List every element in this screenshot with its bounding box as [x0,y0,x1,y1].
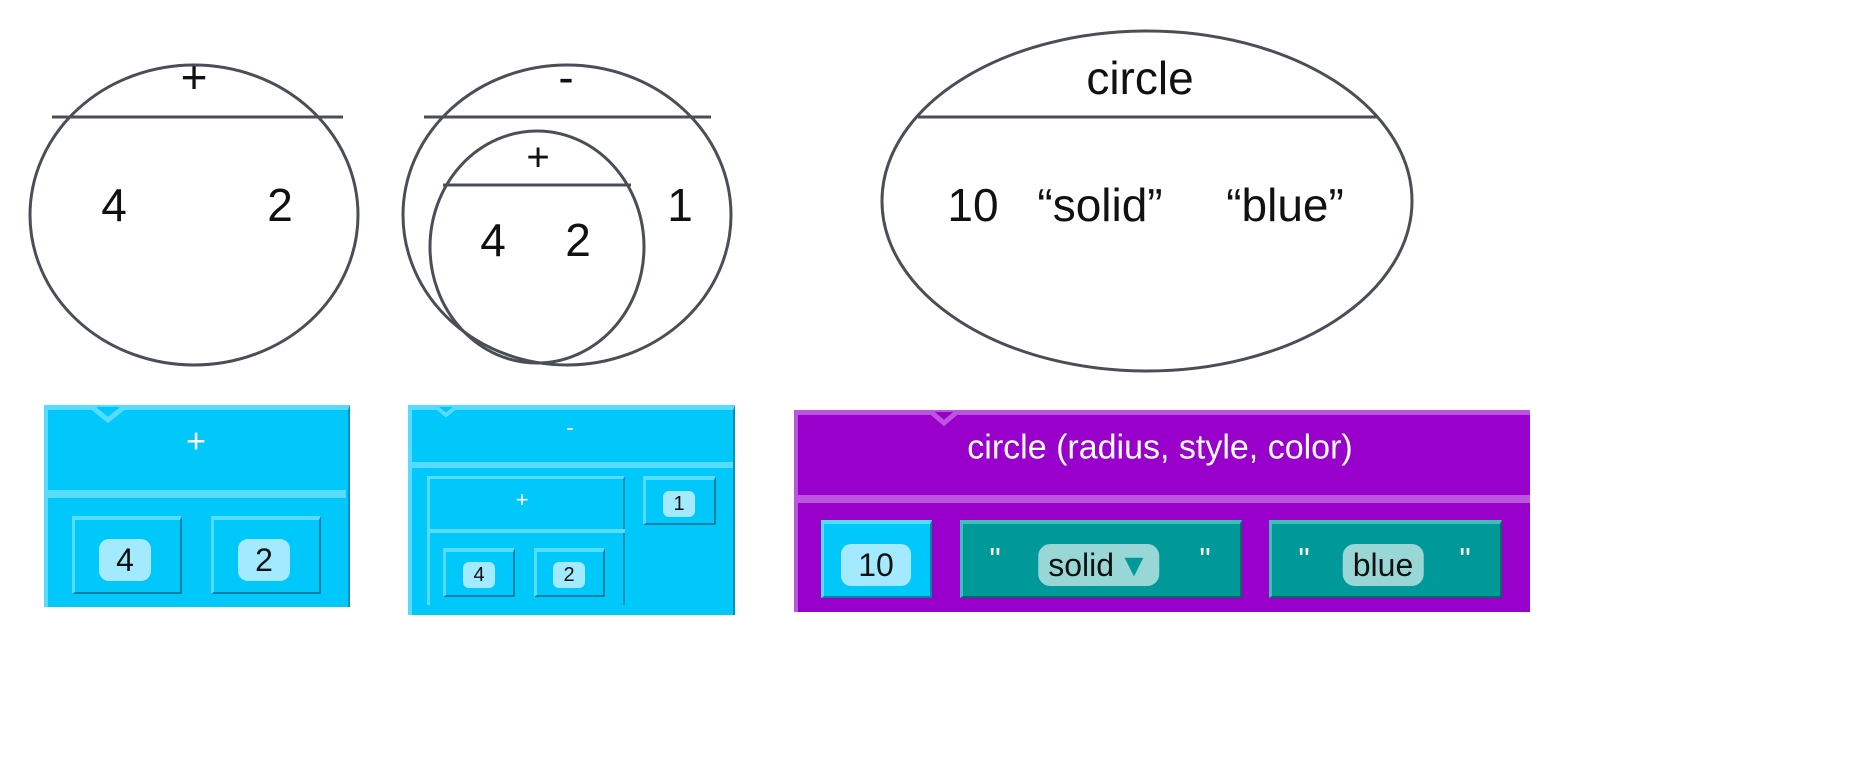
circle-block-label: circle (radius, style, color) [967,428,1353,467]
number-value[interactable]: 1 [663,491,695,517]
notch-icon [929,410,959,427]
dropdown-arrow-icon: ▼ [1118,547,1150,583]
block-divider [412,462,733,468]
number-value[interactable]: 2 [553,562,585,588]
tree1-arg: 4 [101,179,127,231]
number-value[interactable]: 4 [99,539,151,581]
tree1-op: + [180,51,208,103]
color-value[interactable]: blue [1342,544,1424,586]
quote-open: " [989,541,1001,578]
tree2-op: - [558,51,574,103]
plus-block-label: + [186,422,206,461]
tree2-inner-op: + [526,135,550,180]
tree2-ellipse [401,63,733,367]
tree3-ellipse [880,29,1414,373]
tree3-arg: 10 [947,179,999,231]
tree3-arg: “blue” [1226,179,1344,231]
number-value[interactable]: 2 [238,539,290,581]
block-divider [798,495,1530,503]
style-value: solid [1048,547,1115,583]
quote-close: " [1199,541,1211,578]
quote-close: " [1459,541,1471,578]
tree2-inner-arg: 2 [565,214,591,266]
notch-icon [90,405,126,424]
block-divider [48,490,346,498]
tree2-inner-arg: 4 [480,214,506,266]
radius-value[interactable]: 10 [841,544,911,586]
quote-open: " [1298,541,1310,578]
tree3-arg: “solid” [1037,179,1163,231]
notch-icon [434,405,458,418]
style-dropdown[interactable]: solid▼ [1038,544,1160,586]
block-divider [430,529,625,533]
number-value[interactable]: 4 [463,562,495,588]
tree1-ellipse [28,63,360,367]
number-slot[interactable] [443,548,515,597]
tree3-op: circle [1086,52,1194,104]
minus-block-label: - [566,415,574,440]
tree1-arg: 2 [267,179,293,231]
tree2-inner-ellipse [428,129,646,365]
tree2-arg: 1 [667,179,693,231]
inner-plus-label: + [515,487,529,512]
